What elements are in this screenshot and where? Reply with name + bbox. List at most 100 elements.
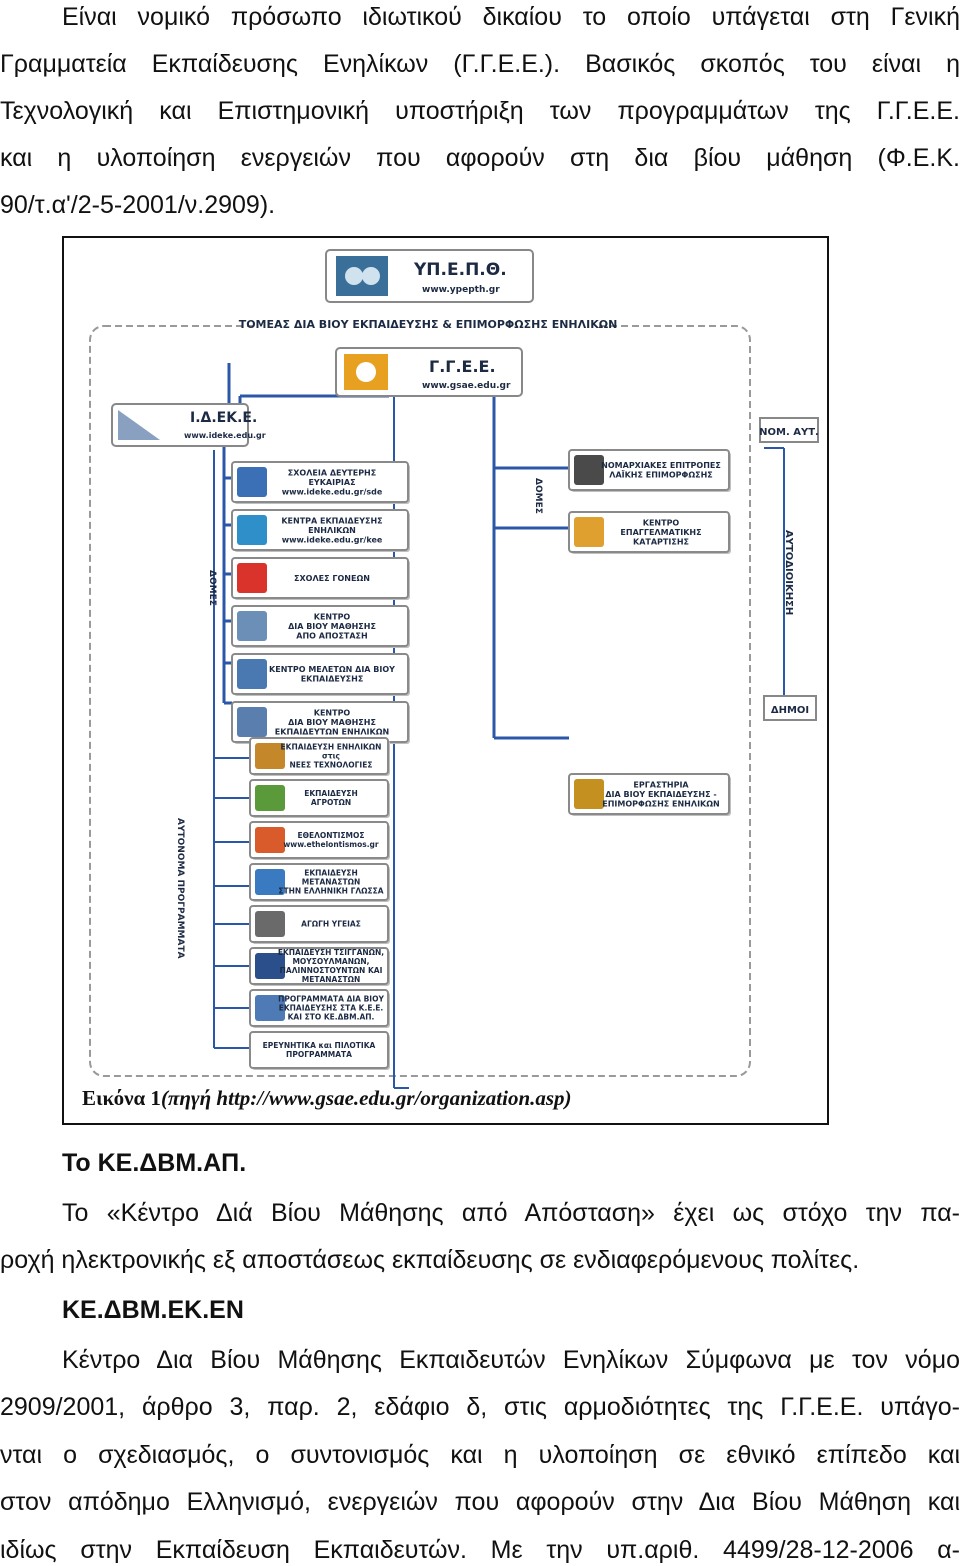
nom-avt-label: ΝΟΜ. ΑΥΤ.: [759, 427, 819, 438]
right-structure-text: ΔΙΑ ΒΙΟΥ ΕΚΠΑΙΔΕΥΣΗΣ -: [605, 790, 716, 799]
ideke-structure-box: ΣΧΟΛΕΣ ΓΟΝΕΩΝ: [231, 557, 410, 600]
ideke-structure-box: ΚΕΝΤΡΑ ΕΚΠΑΙΔΕΥΣΗΣΕΝΗΛΙΚΩΝwww.ideke.edu.…: [231, 509, 410, 552]
ideke-structure-text: ΕΚΠΑΙΔΕΥΤΩΝ ΕΝΗΛΙΚΩΝ: [275, 727, 389, 736]
right-structure-frame: [568, 511, 730, 553]
dimoi-box: ΔΗΜΟΙ: [763, 695, 817, 721]
paragraph1-line-5: 90/τ.α'/2-5-2001/ν.2909).: [0, 191, 276, 219]
section1-line-2: ροχή ηλεκτρονικής εξ αποστάσεως εκπαίδευ…: [0, 1246, 860, 1274]
program-icon: [255, 953, 285, 979]
ideke-structure-text: ΚΕΝΤΡΟ ΜΕΛΕΤΩΝ ΔΙΑ ΒΙΟΥ: [269, 665, 395, 674]
section2-line-5: ιδίως στην Εκπαίδευση Εκπαιδευτών. Με τη…: [0, 1536, 960, 1564]
right-structure-icon: [574, 455, 604, 485]
program-icon: [255, 743, 285, 769]
section1-heading: Το ΚΕ.ΔΒΜ.ΑΠ.: [62, 1149, 247, 1177]
sector-title-bg: [258, 315, 598, 333]
program-text: ΑΓΩΓΗ ΥΓΕΙΑΣ: [301, 920, 361, 929]
ideke-structure-frame: [231, 461, 409, 503]
ideke-structure-text: ΑΠΟ ΑΠΟΣΤΑΣΗ: [296, 631, 367, 640]
program-text: ΠΡΟΓΡΑΜΜΑΤΑ: [286, 1050, 352, 1059]
caption-source: (πηγή http://www.gsae.edu.gr/organizatio…: [160, 1086, 572, 1110]
ideke-structure-text: ΔΙΑ ΒΙΟΥ ΜΑΘΗΣΗΣ: [288, 622, 376, 631]
program-text: ΜΕΤΑΝΑΣΤΩΝ: [302, 878, 360, 887]
autodioikisi-label: ΑΥΤΟΔΙΟΙΚΗΣΗ: [783, 530, 794, 615]
program-text: ΕΡΕΥΝΗΤΙΚΑ και ΠΙΛΟΤΙΚΑ: [263, 1041, 376, 1050]
ideke-structure-icon: [237, 659, 267, 689]
program-text: ΕΚΠΑΙΔΕΥΣΗ ΕΝΗΛΙΚΩΝ: [281, 743, 382, 752]
ideke-structure-frame: [231, 557, 409, 599]
ideke-structure-icon: [237, 611, 267, 641]
program-box: ΑΓΩΓΗ ΥΓΕΙΑΣ: [249, 905, 390, 944]
program-frame: [249, 1031, 389, 1069]
ideke-structure-icon: [237, 707, 267, 737]
right-structure-text: ΚΕΝΤΡΟ: [643, 518, 680, 527]
right-structure-frame: [568, 773, 730, 815]
org-chart-diagram: ΤΟΜΕΑΣ ΔΙΑ ΒΙΟΥ ΕΚΠΑΙΔΕΥΣΗΣ & ΕΠΙΜΟΡΦΩΣΗ…: [89, 249, 819, 1089]
ideke-structure-icon: [237, 467, 267, 497]
domes-center-label: ΔΟΜΕΣ: [533, 478, 543, 514]
program-text: ΕΚΠΑΙΔΕΥΣΗ: [304, 789, 358, 798]
right-structure-icon: [574, 517, 604, 547]
org-chart-figure: ΤΟΜΕΑΣ ΔΙΑ ΒΙΟΥ ΕΚΠΑΙΔΕΥΣΗΣ & ΕΠΙΜΟΡΦΩΣΗ…: [62, 236, 829, 1125]
ideke-structure-text: www.ideke.edu.gr/kee: [282, 535, 383, 544]
program-text: ΕΘΕΛΟΝΤΙΣΜΟΣ: [297, 831, 364, 840]
section1-line-1: Το «Κέντρο Διά Βίου Μάθησης από Απόσταση…: [62, 1199, 960, 1227]
ideke-structure-text: ΕΚΠΑΙΔΕΥΣΗΣ: [301, 675, 364, 684]
ideke-structure-frame: [231, 653, 409, 695]
ideke-title: Ι.Δ.ΕΚ.Ε.: [190, 410, 257, 426]
program-text: ΜΟΥΣΟΥΛΜΑΝΩΝ,: [292, 957, 369, 966]
right-structure-frame: [568, 449, 730, 491]
right-structure-text: ΚΑΤΑΡΤΙΣΗΣ: [633, 537, 689, 546]
paragraph1-line-2: Γραμματεία Εκπαίδευσης Ενηλίκων (Γ.Γ.Ε.Ε…: [0, 50, 960, 78]
domes-left-label: ΔΟΜΕΣ: [207, 570, 217, 606]
section2-line-2: 2909/2001, άρθρο 3, παρ. 2, εδάφιο δ, στ…: [0, 1393, 960, 1421]
sector-title: ΤΟΜΕΑΣ ΔΙΑ ΒΙΟΥ ΕΚΠΑΙΔΕΥΣΗΣ & ΕΠΙΜΟΡΦΩΣΗ…: [239, 318, 618, 331]
dimoi-label: ΔΗΜΟΙ: [771, 705, 809, 716]
paragraph1-line-4: και η υλοποίηση ενεργειών που αφορούν στ…: [0, 144, 960, 172]
ideke-structures: ΣΧΟΛΕΙΑ ΔΕΥΤΕΡΗΣΕΥΚΑΙΡΙΑΣwww.ideke.edu.g…: [231, 461, 410, 744]
right-structure-text: ΕΠΑΓΓΕΛΜΑΤΙΚΗΣ: [620, 528, 701, 537]
program-text: ΑΓΡΟΤΩΝ: [311, 798, 351, 807]
ideke-logo: [118, 410, 160, 440]
ggee-url: www.gsae.edu.gr: [422, 381, 511, 391]
section2-line-4: στον απόδημο Ελληνισμό, ενεργειών που αφ…: [0, 1488, 960, 1516]
ideke-url: www.ideke.edu.gr: [184, 431, 266, 440]
program-text: ΕΚΠΑΙΔΕΥΣΗ: [304, 869, 358, 878]
section2-line-3: νται ο σχεδιασμός, ο συντονισμός και η υ…: [0, 1441, 960, 1469]
caption-label: Εικόνα 1: [82, 1086, 161, 1110]
paragraph1-line-3: Τεχνολογική και Επιστημονική υποστήριξη …: [0, 97, 960, 125]
program-icon: [255, 827, 285, 853]
program-icon: [255, 995, 285, 1021]
program-text: ΕΚΠΑΙΔΕΥΣΗΣ ΣΤΑ Κ.Ε.Ε.: [279, 1004, 384, 1013]
ypepth-url: www.ypepth.gr: [422, 285, 500, 295]
right-structure-text: ΝΟΜΑΡΧΙΑΚΕΣ ΕΠΙΤΡΟΠΕΣ: [601, 461, 721, 470]
ideke-box: Ι.Δ.ΕΚ.Ε. www.ideke.edu.gr: [111, 403, 266, 447]
program-text: ΚΑΙ ΣΤΟ ΚΕ.ΔΒΜ.ΑΠ.: [288, 1013, 375, 1022]
program-text: ΝΕΕΣ ΤΕΧΝΟΛΟΓΙΕΣ: [290, 761, 373, 770]
program-icon: [255, 911, 285, 937]
right-structure-text: ΛΑΪΚΗΣ ΕΠΙΜΟΡΦΩΣΗΣ: [609, 470, 713, 480]
paragraph1-line-1: Είναι νομικό πρόσωπο ιδιωτικού δικαίου τ…: [62, 3, 960, 31]
ypepth-title: ΥΠ.Ε.Π.Θ.: [413, 260, 507, 280]
program-box: ΕΚΠΑΙΔΕΥΣΗ ΤΣΙΓΓΑΝΩΝ,ΜΟΥΣΟΥΛΜΑΝΩΝ,ΠΑΛΙΝΝ…: [249, 947, 390, 986]
avtonoma-label: ΑΥΤΟΝΟΜΑ ΠΡΟΓΡΑΜΜΑΤΑ: [175, 818, 185, 959]
program-text: ΠΡΟΓΡΑΜΜΑΤΑ ΔΙΑ ΒΙΟΥ: [278, 995, 384, 1004]
figure-caption: Εικόνα 1(πηγή http://www.gsae.edu.gr/org…: [82, 1086, 572, 1111]
program-text: ΣΤΗΝ ΕΛΛΗΝΙΚΗ ΓΛΩΣΣΑ: [278, 887, 383, 896]
ideke-structure-text: ΚΕΝΤΡΟ: [314, 708, 351, 717]
section2-line-1: Κέντρο Δια Βίου Μάθησης Εκπαιδευτών Ενηλ…: [62, 1346, 960, 1374]
ideke-structure-text: ΕΥΚΑΙΡΙΑΣ: [308, 478, 355, 487]
ideke-structure-text: ΚΕΝΤΡΟ: [314, 612, 351, 621]
program-text: ΕΚΠΑΙΔΕΥΣΗ ΤΣΙΓΓΑΝΩΝ,: [278, 948, 384, 957]
ideke-structure-icon: [237, 563, 267, 593]
ideke-structure-box: ΣΧΟΛΕΙΑ ΔΕΥΤΕΡΗΣΕΥΚΑΙΡΙΑΣwww.ideke.edu.g…: [231, 461, 410, 504]
ggee-title: Γ.Γ.Ε.Ε.: [429, 357, 496, 376]
